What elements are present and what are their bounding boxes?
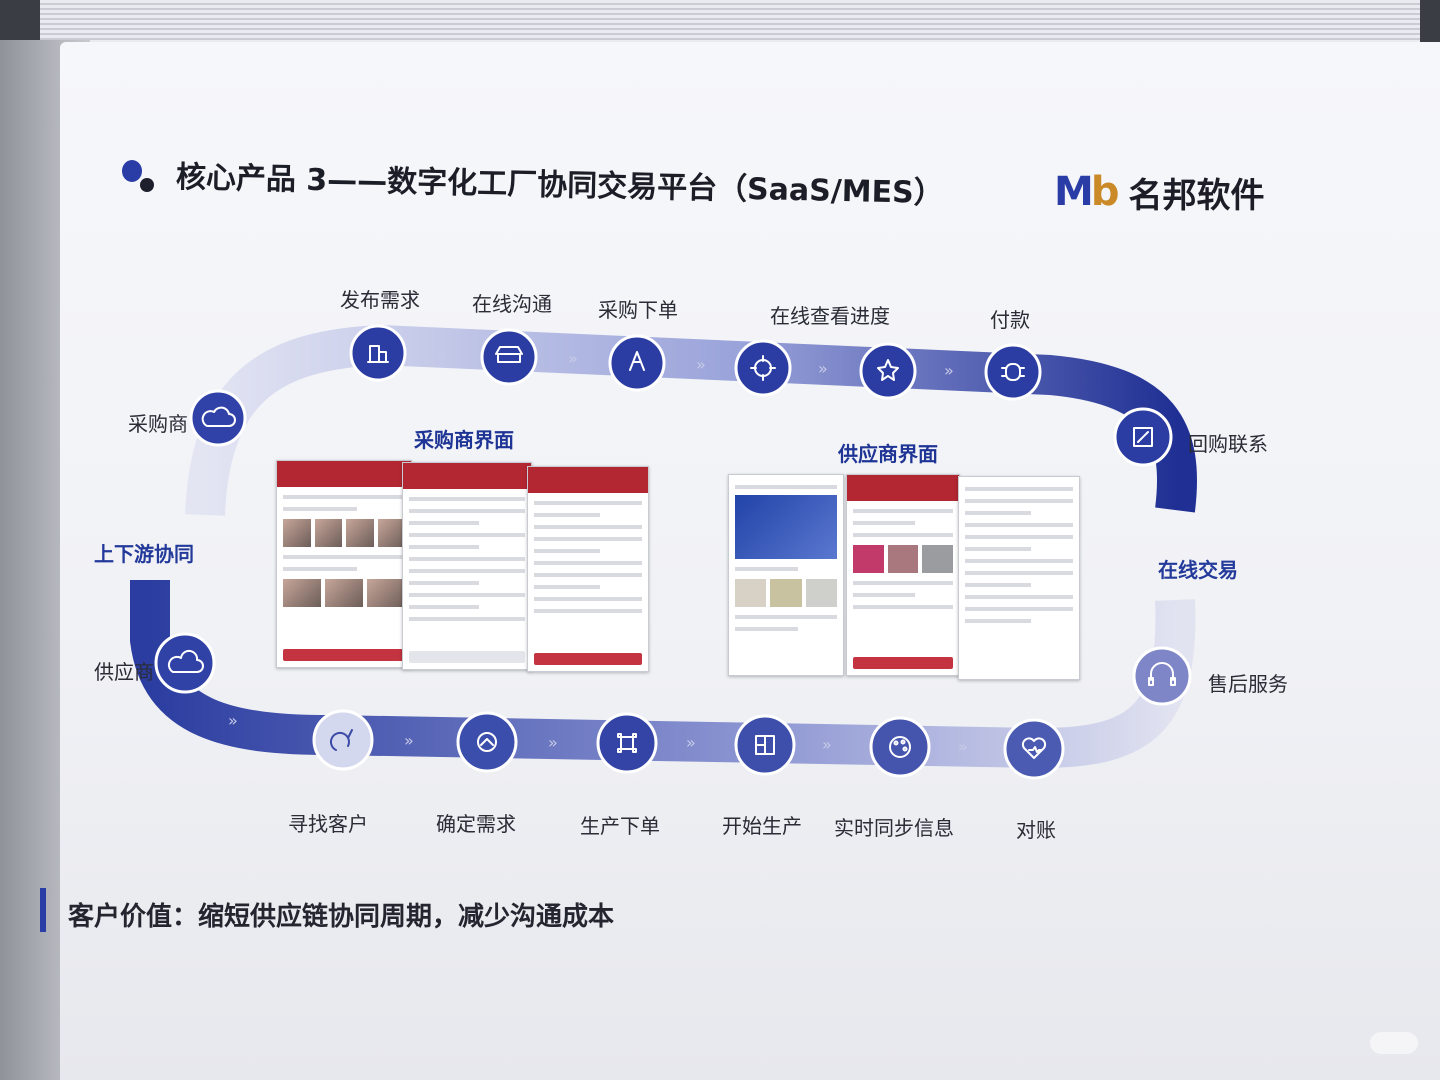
logo-mark: Mb bbox=[1054, 169, 1119, 215]
supplier-phone-screen-2 bbox=[846, 474, 960, 676]
buyer-phone-screen-3 bbox=[527, 466, 649, 672]
supplier-phone-screen-1 bbox=[728, 474, 844, 676]
svg-text:»: » bbox=[436, 345, 446, 364]
command-icon bbox=[596, 712, 658, 774]
customer-value-text: 客户价值：缩短供应链协同周期，减少沟通成本 bbox=[68, 902, 615, 932]
step-repurchase: 回购联系 bbox=[1188, 432, 1268, 456]
palette-icon bbox=[869, 716, 931, 778]
buyer-ui-heading: 采购商界面 bbox=[414, 428, 514, 452]
top-chevrons: » » » » » bbox=[436, 345, 954, 380]
svg-text:»: » bbox=[696, 355, 706, 374]
step-after-sales: 售后服务 bbox=[1208, 672, 1288, 696]
collaboration-label: 上下游协同 bbox=[94, 542, 194, 566]
step-online-communication: 在线沟通 bbox=[472, 292, 552, 316]
title-bullet-icon bbox=[122, 160, 154, 194]
step-start-production: 开始生产 bbox=[722, 814, 802, 838]
svg-text:»: » bbox=[686, 733, 696, 752]
store-icon bbox=[480, 328, 538, 386]
step-view-progress: 在线查看进度 bbox=[770, 304, 890, 328]
refresh-icon bbox=[456, 711, 518, 773]
star-icon bbox=[859, 342, 917, 400]
step-production-order: 生产下单 bbox=[580, 814, 660, 838]
step-realtime-sync: 实时同步信息 bbox=[834, 816, 954, 840]
brand-logo: Mb 名邦软件 bbox=[1054, 168, 1264, 216]
buyer-label: 采购商 bbox=[128, 412, 188, 436]
headset-icon bbox=[1132, 646, 1192, 706]
bug-icon bbox=[984, 343, 1042, 401]
svg-text:»: » bbox=[818, 359, 828, 378]
svg-text:»: » bbox=[822, 735, 832, 754]
search-icon bbox=[312, 709, 374, 771]
step-purchase-order: 采购下单 bbox=[598, 298, 678, 322]
logo-text: 名邦软件 bbox=[1128, 175, 1265, 216]
svg-text:»: » bbox=[404, 731, 414, 750]
supplier-ui-heading: 供应商界面 bbox=[838, 442, 938, 466]
paper-stack bbox=[40, 0, 1420, 48]
buyer-phone-screen-1 bbox=[276, 460, 412, 668]
value-accent-bar bbox=[40, 888, 46, 932]
supplier-phone-screen-3 bbox=[958, 476, 1080, 680]
supplier-label: 供应商 bbox=[94, 660, 154, 684]
step-payment: 付款 bbox=[990, 308, 1030, 332]
bottom-chevrons: » » » » » » bbox=[228, 711, 968, 756]
supplier-node-icon bbox=[154, 632, 216, 694]
svg-text:»: » bbox=[944, 361, 954, 380]
watermark-badge bbox=[1370, 1032, 1418, 1054]
target-icon bbox=[734, 339, 792, 397]
svg-text:»: » bbox=[568, 349, 578, 368]
step-publish-demand: 发布需求 bbox=[340, 288, 420, 312]
step-confirm-demand: 确定需求 bbox=[436, 812, 516, 836]
svg-text:»: » bbox=[548, 733, 558, 752]
online-trade-label: 在线交易 bbox=[1158, 558, 1238, 582]
buyer-node-icon bbox=[189, 389, 247, 447]
svg-text:»: » bbox=[228, 711, 238, 730]
step-find-customer: 寻找客户 bbox=[288, 812, 368, 836]
svg-text:»: » bbox=[958, 737, 968, 756]
step-reconciliation: 对账 bbox=[1016, 818, 1056, 842]
buyer-phone-screen-2 bbox=[402, 462, 532, 670]
